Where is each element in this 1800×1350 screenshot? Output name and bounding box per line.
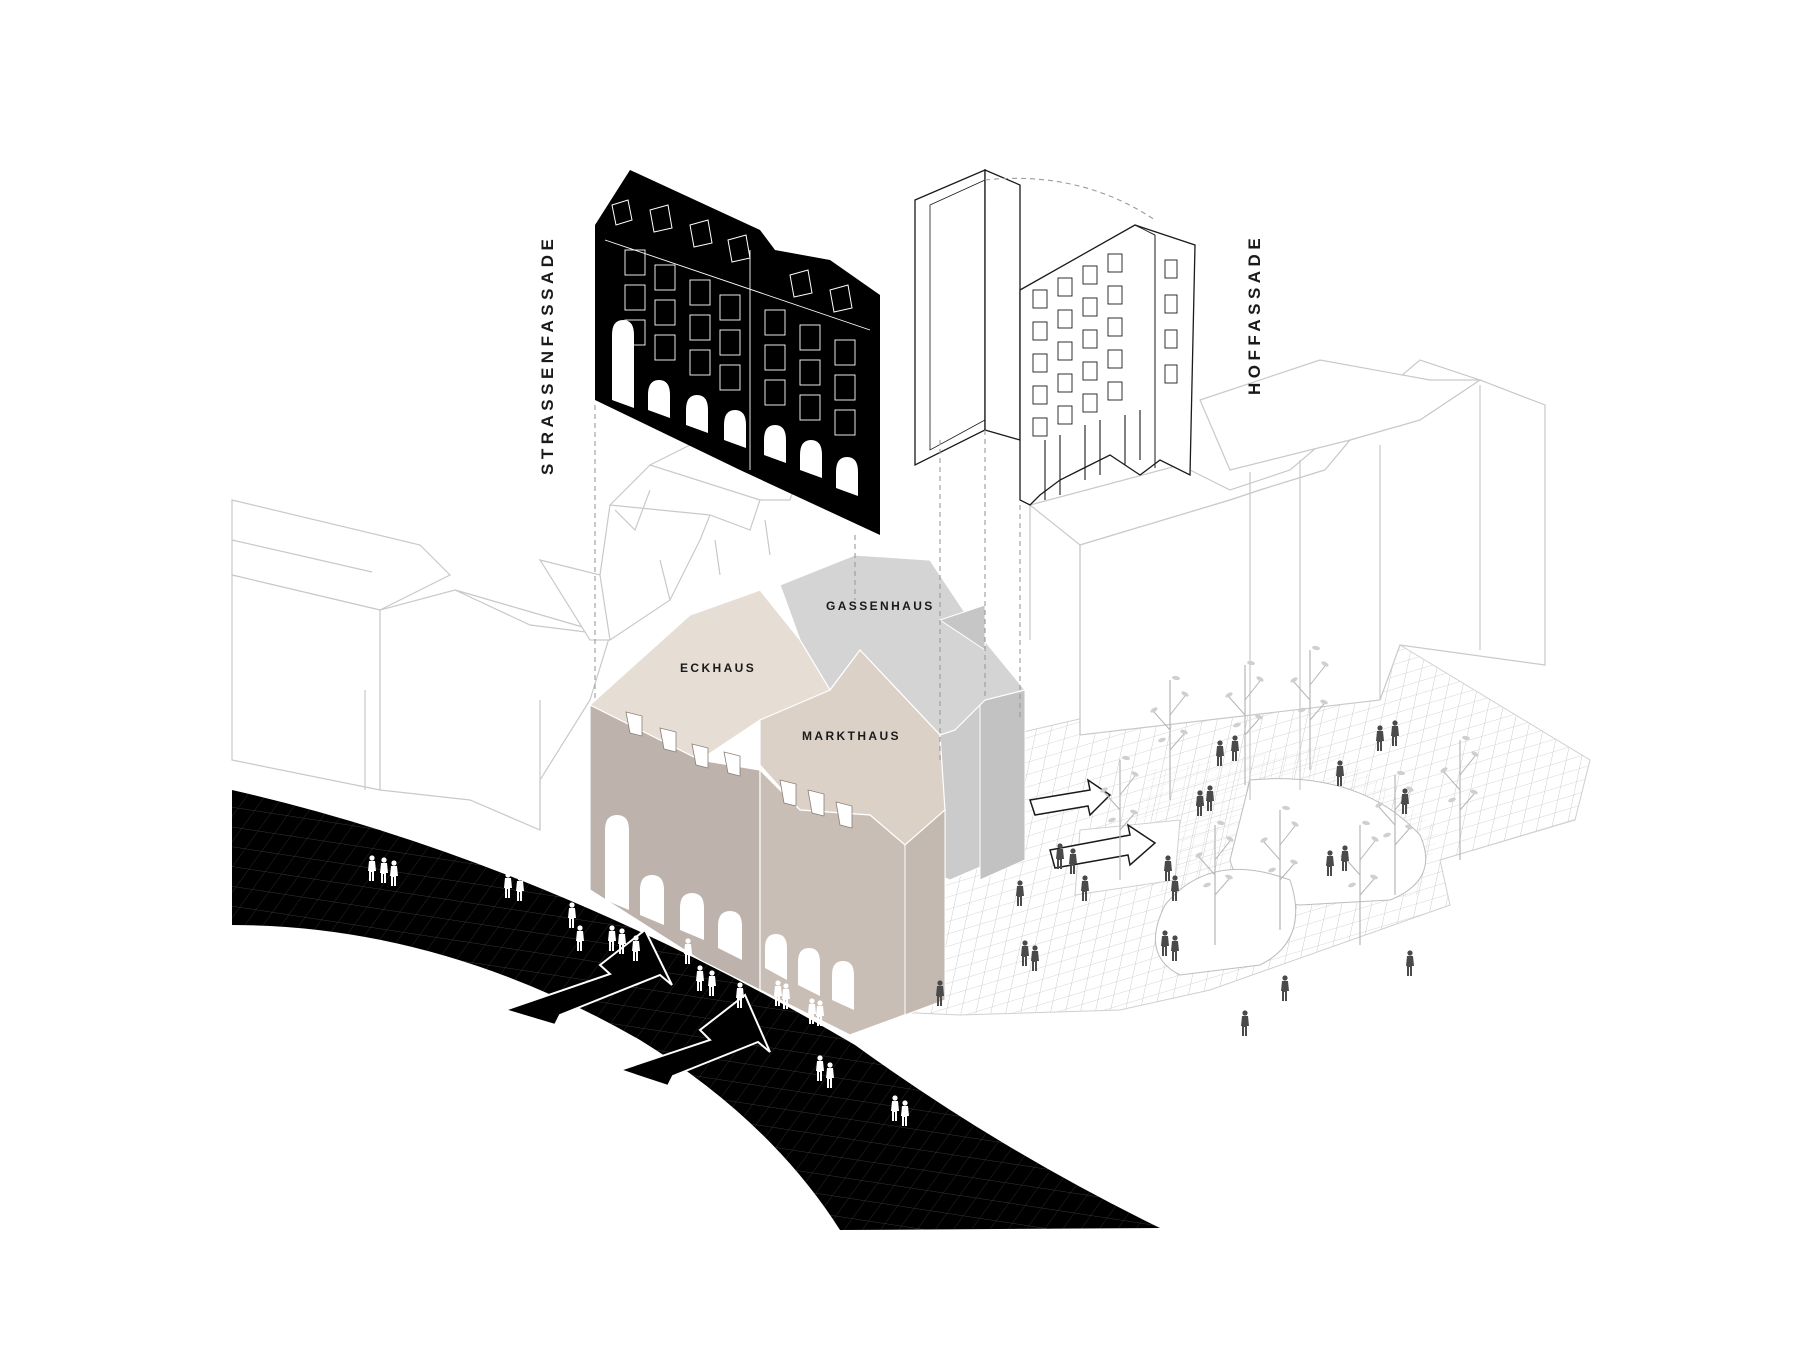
label-markthaus: MARKTHAUS — [802, 729, 901, 743]
label-strassenfassade: STRASSENFASSADE — [538, 235, 557, 475]
hoffassade-exploded — [915, 170, 1195, 505]
label-gassenhaus: GASSENHAUS — [826, 599, 935, 613]
label-eckhaus: ECKHAUS — [680, 661, 756, 675]
gassenhaus-wall-main — [980, 690, 1025, 880]
label-hoffassade: HOFFASSADE — [1245, 234, 1264, 395]
